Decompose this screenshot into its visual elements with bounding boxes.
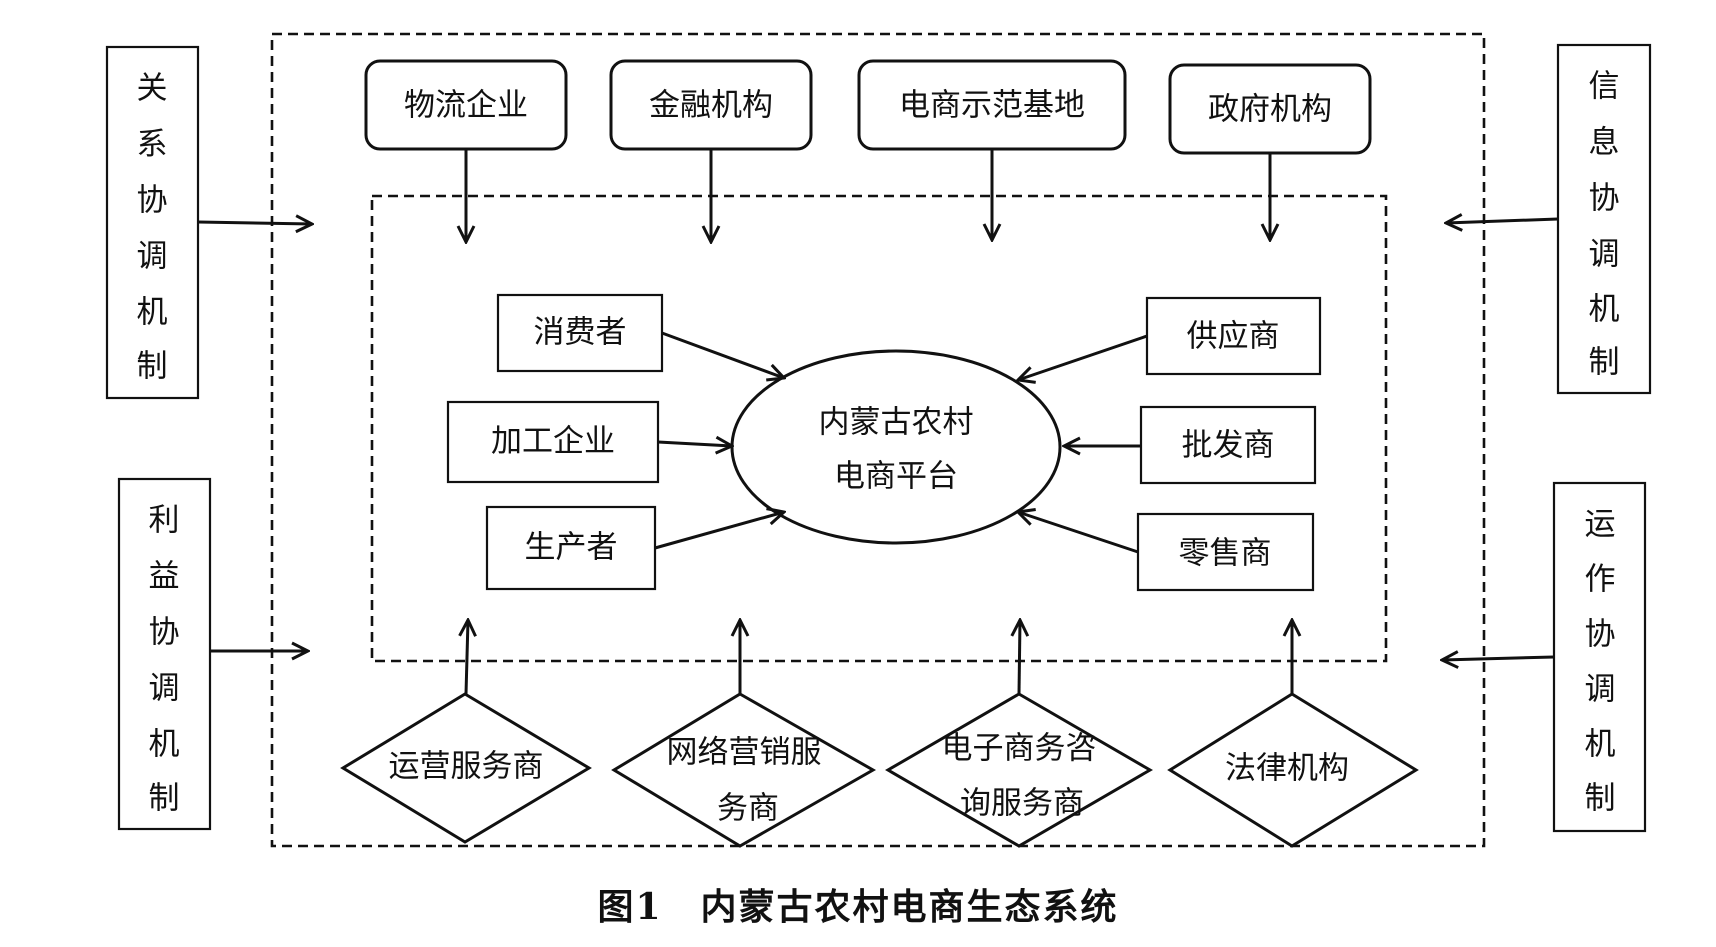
arrow-to-platform	[1018, 512, 1139, 554]
mechanism-char: 机	[137, 295, 168, 331]
mechanism-char: 机	[1585, 727, 1616, 763]
mechanism-char: 协	[1585, 617, 1616, 653]
mechanism-char: 机	[1589, 292, 1620, 328]
service-provider-legal: 法律机构	[1167, 692, 1419, 848]
participant-processor: 加工企业	[446, 400, 660, 484]
figure-caption: 图1 内蒙古农村电商生态系统	[597, 886, 1119, 928]
arrow-to-platform	[1018, 334, 1148, 380]
arrow-up	[1019, 620, 1020, 695]
mechanism-char: 调	[1585, 672, 1616, 708]
platform-label-line2: 电商平台	[834, 459, 958, 495]
participant-label: 加工企业	[491, 424, 615, 460]
mechanism-char: 制	[1589, 345, 1620, 381]
participant-producer: 生产者	[485, 505, 657, 591]
top-institution-label: 电商示范基地	[899, 88, 1085, 124]
mechanism-relationship: 关 系 协 调 机 制	[105, 45, 200, 400]
arrow-to-platform	[654, 512, 784, 550]
mechanism-char: 系	[137, 127, 168, 163]
mechanism-char: 协	[149, 615, 180, 651]
mechanism-char: 协	[137, 183, 168, 219]
mechanism-char: 调	[1589, 237, 1620, 273]
arrow-mechanism-in	[1446, 219, 1559, 223]
outer-ecosystem-frame	[270, 32, 1486, 848]
mechanism-char: 调	[149, 671, 180, 707]
service-provider-label-line1: 网络营销服	[667, 735, 822, 771]
participant-wholesaler: 批发商	[1139, 405, 1317, 485]
inner-platform-frame	[370, 194, 1388, 663]
mechanism-operation: 运 作 协 调 机 制	[1552, 481, 1647, 833]
top-institution-label: 金融机构	[649, 88, 773, 124]
mechanism-char: 利	[149, 503, 180, 539]
mechanism-char: 调	[137, 239, 168, 275]
participant-label: 供应商	[1187, 319, 1280, 355]
mechanism-char: 信	[1589, 69, 1620, 105]
mechanism-char: 机	[149, 727, 180, 763]
top-institution-label: 政府机构	[1208, 92, 1332, 128]
top-institution-finance: 金融机构	[609, 59, 813, 151]
mechanism-char: 制	[149, 781, 180, 817]
mechanism-char: 制	[137, 349, 168, 385]
platform-label-line1: 内蒙古农村	[819, 405, 974, 441]
top-institution-government: 政府机构	[1168, 63, 1372, 155]
arrow-to-platform	[661, 331, 784, 378]
participant-label: 消费者	[534, 315, 627, 351]
top-institution-logistics: 物流企业	[364, 59, 568, 151]
mechanism-information: 信 息 协 调 机 制	[1556, 43, 1652, 395]
participant-label: 批发商	[1182, 428, 1275, 464]
service-provider-operations: 运营服务商	[340, 692, 592, 844]
arrow-mechanism-in	[197, 222, 312, 224]
service-provider-label-line1: 电子商务咨	[942, 731, 1097, 767]
participant-supplier: 供应商	[1145, 296, 1322, 376]
arrow-mechanism-in	[1442, 657, 1555, 660]
service-provider-marketing: 网络营销服 务商	[611, 692, 877, 848]
central-platform: 内蒙古农村 电商平台	[730, 349, 1062, 545]
mechanism-char: 益	[149, 559, 180, 595]
mechanism-char: 作	[1585, 562, 1616, 598]
mechanism-interest: 利 益 协 调 机 制	[117, 477, 212, 831]
service-provider-label: 运营服务商	[389, 749, 544, 785]
top-institution-label: 物流企业	[404, 88, 528, 124]
service-provider-label: 法律机构	[1225, 751, 1349, 787]
participant-consumer: 消费者	[496, 293, 664, 373]
top-institution-demo-base: 电商示范基地	[857, 59, 1127, 151]
service-provider-label-line2: 务商	[717, 791, 779, 827]
service-provider-label-line2: 询服务商	[960, 786, 1084, 822]
mechanism-char: 关	[137, 71, 168, 107]
mechanism-char: 息	[1589, 125, 1620, 161]
service-provider-consulting: 电子商务咨 询服务商	[885, 692, 1153, 848]
arrow-to-platform	[657, 442, 732, 446]
arrow-up	[466, 620, 468, 695]
mechanism-char: 制	[1585, 781, 1616, 817]
mechanism-char: 协	[1589, 181, 1620, 217]
mechanism-char: 运	[1585, 507, 1616, 543]
participant-retailer: 零售商	[1136, 512, 1315, 592]
participant-label: 零售商	[1179, 536, 1272, 572]
participant-label: 生产者	[525, 530, 618, 566]
